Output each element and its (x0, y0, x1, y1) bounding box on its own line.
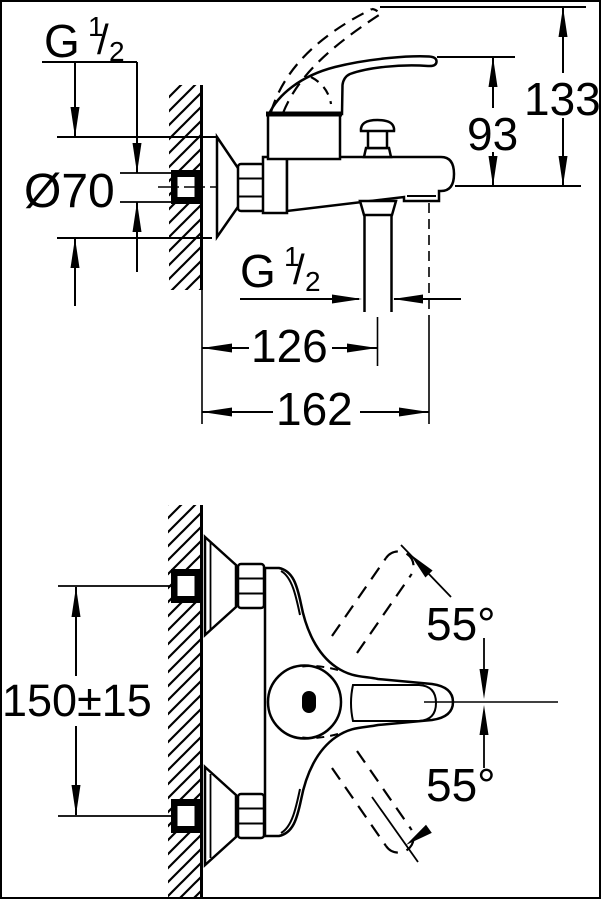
hidden-lever-edge-upper (298, 665, 339, 671)
supply-fitting-lower (171, 799, 201, 833)
dim-projections (201, 203, 461, 424)
overall-projection-label: 162 (276, 383, 353, 435)
dim-arrows-left (70, 107, 142, 268)
cartridge-block (266, 112, 342, 161)
dim-arrows-projections (202, 294, 429, 417)
lever-handle (267, 55, 438, 116)
wall-section-plan (168, 505, 203, 897)
hex-nut-lower (236, 792, 266, 840)
hex-nut-upper (236, 562, 266, 610)
overall-height-label: 133 (524, 73, 601, 125)
body-edge-lower (280, 788, 301, 834)
angle-dim-down (371, 705, 489, 863)
outlet-projection-label: 126 (251, 320, 328, 372)
supply-fitting-upper (171, 569, 201, 603)
connection-sleeve (261, 155, 289, 215)
mixer-body (285, 155, 456, 312)
angle-dim-up (400, 544, 489, 699)
dim-arrows-hole-spacing (71, 587, 81, 815)
shower-outlet-collar (358, 199, 398, 217)
hole-spacing-label: 150±15 (2, 675, 152, 726)
wall-hatching-plan (168, 505, 201, 897)
lever-rotated-down-dashed (331, 750, 415, 854)
escutcheon-upper (203, 534, 238, 638)
dim-supply-and-escutcheon (42, 61, 216, 306)
body-edge-upper (280, 570, 301, 616)
spout-body (285, 155, 456, 213)
lever-motion-arc (310, 76, 333, 105)
escutcheon-diameter-label: Ø70 (24, 165, 115, 218)
plan-view: 55° 55° 150±15 (2, 505, 558, 897)
escutcheon-lower (203, 764, 238, 868)
hidden-lever-edge-lower (298, 733, 339, 739)
diverter-knob (359, 118, 396, 159)
dim-arrows-heights (488, 7, 568, 186)
swing-angle-down-label: 55° (426, 759, 496, 811)
lever-raised-dashed (269, 7, 381, 114)
lever-top-face (350, 684, 438, 722)
lever-height-label: 93 (467, 108, 518, 160)
lever-rotated-up-dashed (331, 550, 415, 654)
hex-nut (236, 162, 266, 213)
dome-cap-marker (302, 691, 316, 713)
swing-angle-up-label: 55° (426, 598, 496, 650)
